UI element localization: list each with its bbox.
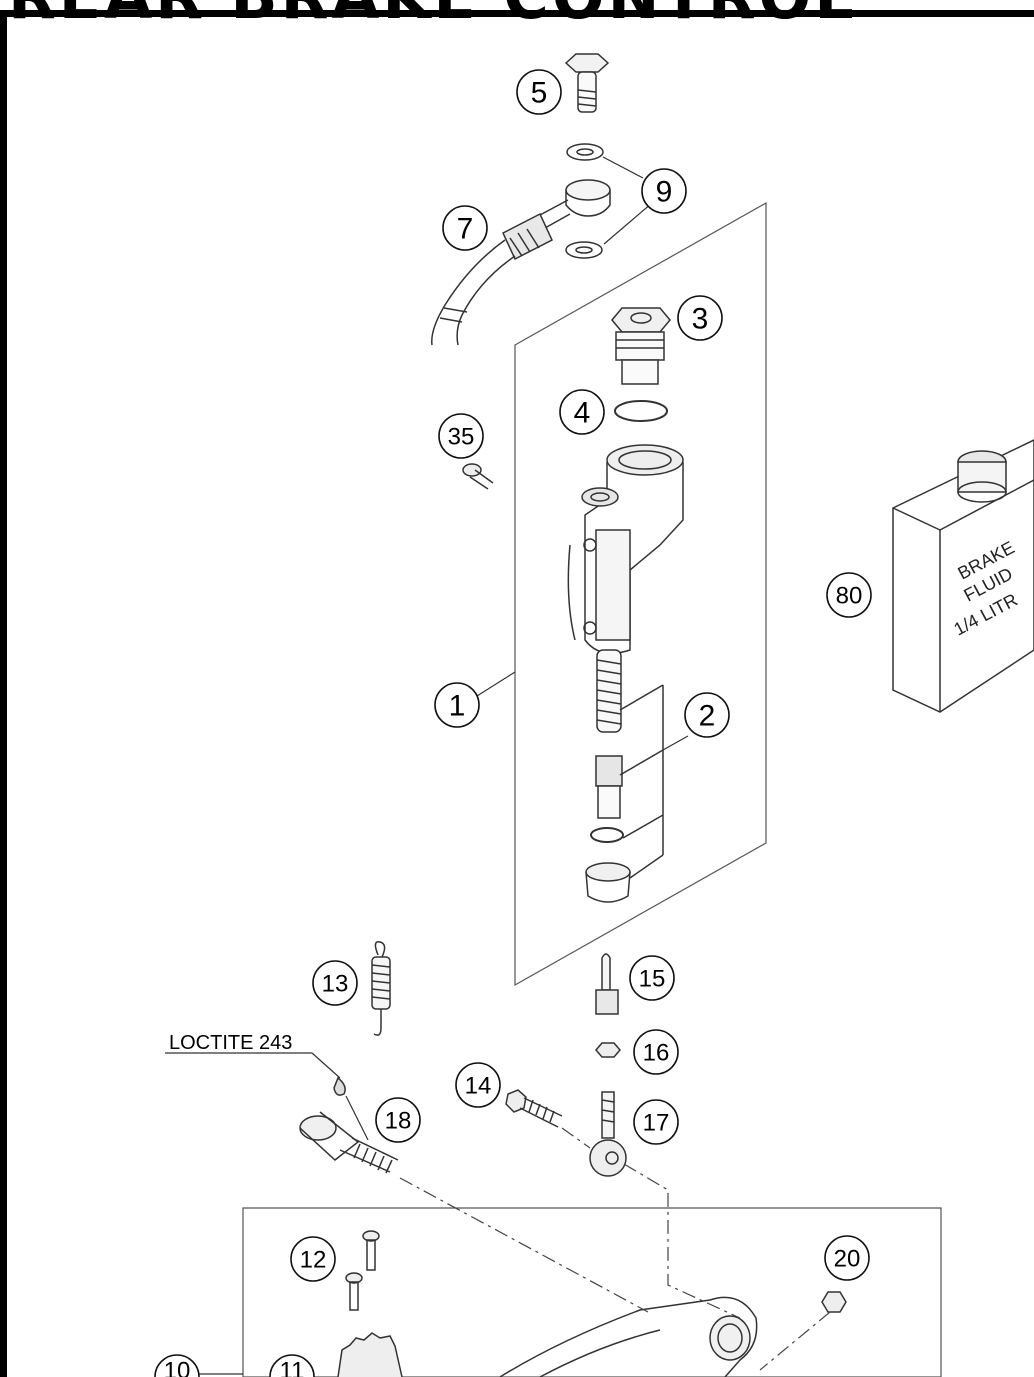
callout-7: 7: [457, 213, 474, 246]
callout-5: 5: [531, 77, 548, 110]
callout-circle-11: [269, 1354, 315, 1377]
screw-35-part: [462, 463, 494, 490]
callout-15: 15: [639, 966, 666, 993]
piston-kit-part: [585, 649, 664, 903]
callout-circle-14: [455, 1062, 501, 1108]
callout-12: 12: [300, 1247, 327, 1274]
callout-circle-35: [438, 413, 484, 459]
callout-35: 35: [448, 424, 475, 451]
assembly-panel-1: [514, 201, 767, 987]
assembly-guide-lines: [399, 1127, 831, 1371]
spring-part: [371, 941, 391, 1036]
callout-circle-20: [824, 1235, 870, 1281]
callout-circle-17: [633, 1099, 679, 1145]
screws-12-part: [345, 1230, 380, 1311]
callout-circle-2: [684, 692, 730, 738]
brake-pedal-part: [499, 1296, 758, 1377]
washer-top-part: [566, 143, 604, 161]
pedal-step-part: [337, 1332, 403, 1377]
callout-9: 9: [656, 176, 673, 209]
callout-1: 1: [449, 690, 466, 723]
callout-2: 2: [699, 700, 716, 733]
assembly-panel-10: [242, 1207, 942, 1377]
callout-3: 3: [692, 303, 709, 336]
callout-13: 13: [322, 971, 349, 998]
callout-circle-18: [375, 1097, 421, 1143]
o-ring-part: [614, 400, 668, 422]
title-underline: [0, 10, 1034, 17]
loctite-drop: [333, 1076, 346, 1096]
callout-16: 16: [643, 1040, 670, 1067]
callout-circle-15: [629, 955, 675, 1001]
callout-4: 4: [574, 397, 591, 430]
callout-18: 18: [385, 1108, 412, 1135]
push-rod-part: [595, 953, 619, 1015]
callout-11: 11: [280, 1358, 305, 1377]
callout-circles: [154, 69, 872, 1377]
callout-circle-9: [641, 168, 687, 214]
brake-fluid-container-part: [892, 439, 1034, 713]
callout-20: 20: [834, 1246, 861, 1273]
callout-circle-4: [559, 389, 605, 435]
left-border: [0, 10, 7, 1377]
banjo-bolt-part: [564, 53, 610, 113]
callout-circle-80: [826, 572, 872, 618]
callout-circle-12: [290, 1236, 336, 1282]
washer-bottom-part: [565, 241, 603, 259]
callout-circle-16: [633, 1029, 679, 1075]
clevis-part: [589, 1091, 627, 1177]
nut-16-part: [595, 1042, 621, 1058]
leader-lines: [165, 156, 689, 1375]
callout-10: 10: [164, 1358, 191, 1377]
brake-hose-part: [431, 179, 611, 346]
callout-17: 17: [643, 1110, 670, 1137]
callout-14: 14: [465, 1073, 492, 1100]
nut-20-part: [821, 1291, 847, 1313]
master-cylinder-body-part: [567, 444, 684, 655]
callout-circle-5: [516, 69, 562, 115]
callout-circle-3: [677, 295, 723, 341]
pivot-bolt-part: [299, 1111, 399, 1174]
callout-circle-13: [312, 960, 358, 1006]
callout-circle-10: [154, 1354, 200, 1377]
callout-circle-1: [434, 682, 480, 728]
bolt-14-part: [505, 1089, 563, 1128]
loctite-note: LOCTITE 243: [169, 1032, 292, 1054]
callout-circle-7: [442, 205, 488, 251]
callout-80: 80: [836, 583, 863, 610]
reservoir-cap-part: [611, 307, 671, 385]
